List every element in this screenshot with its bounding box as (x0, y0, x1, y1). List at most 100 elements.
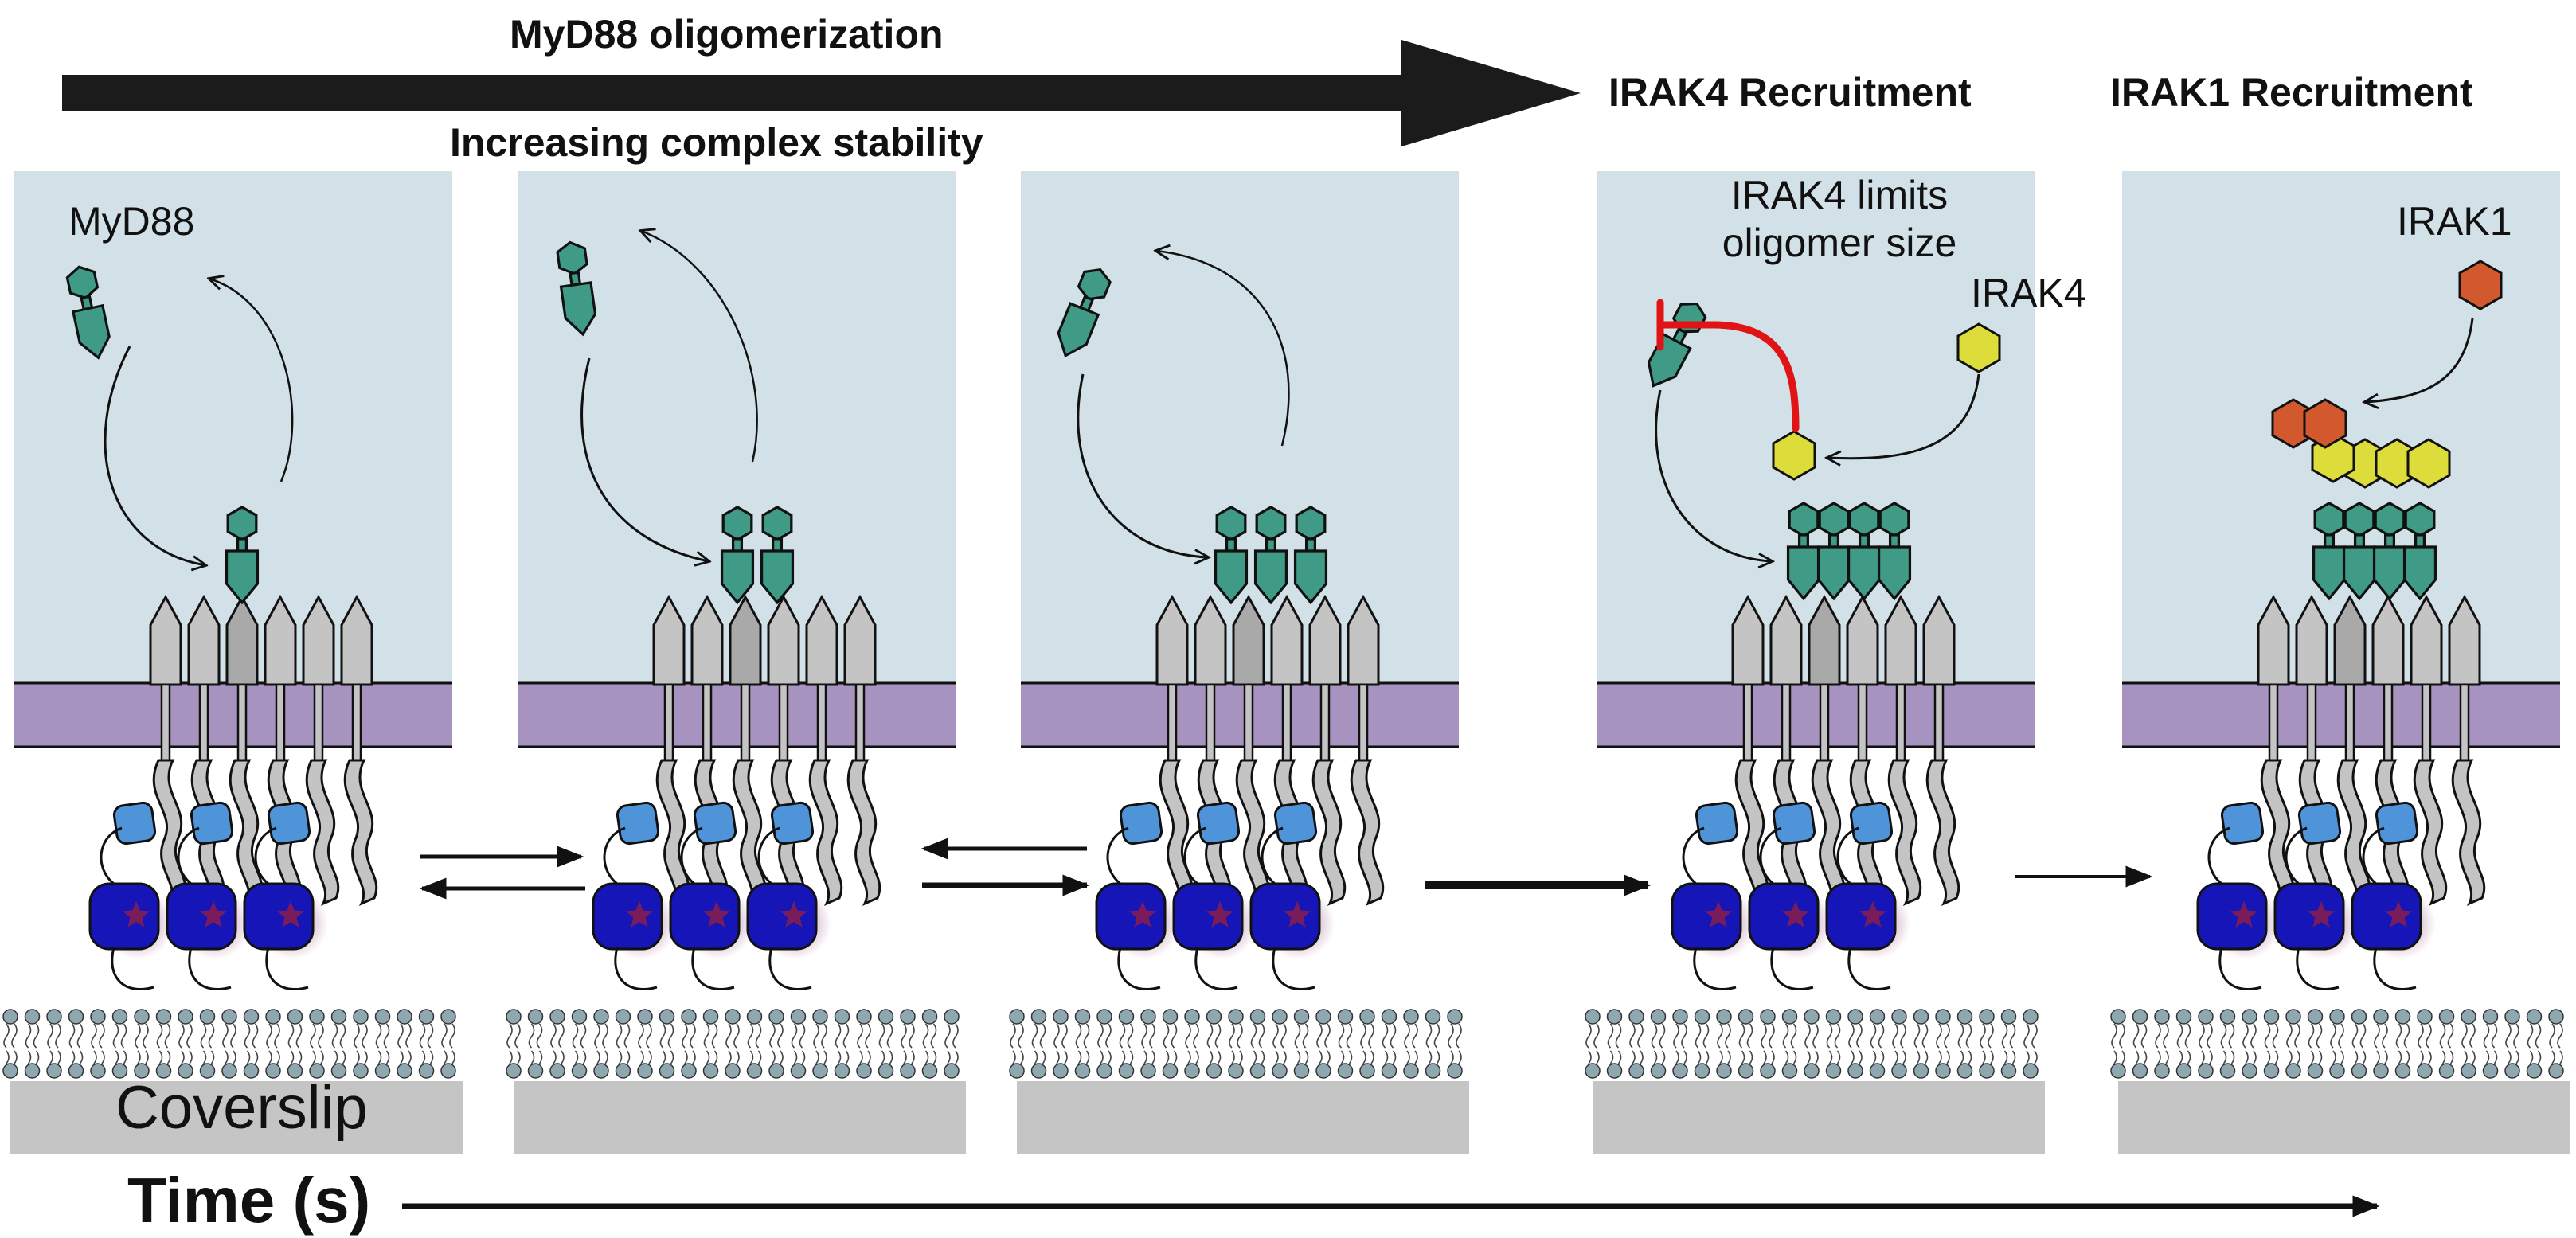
antibody-dark-domain (592, 882, 663, 951)
lipid-head-bottom (725, 1063, 741, 1079)
lipid-head-bottom (2329, 1063, 2345, 1079)
lipid-head-bottom (1956, 1063, 1973, 1079)
receptor-ectodomain (1811, 759, 1846, 906)
lipid-head-top (1891, 1009, 1907, 1025)
lipid-head-top (1140, 1009, 1156, 1025)
lipid-tails (2001, 1023, 2016, 1064)
coverslip (2118, 1081, 2570, 1154)
lipid-head-bottom (440, 1063, 456, 1079)
lipid-head-bottom (1184, 1063, 1200, 1079)
myd88-tir-domain (2402, 545, 2437, 601)
receptor-transmembrane-helix (778, 683, 789, 766)
irak4-in-complex (2406, 438, 2451, 489)
ligand-antibody-complexes (88, 801, 328, 991)
lipid-tails (2286, 1023, 2300, 1064)
lipid-head-bottom (746, 1063, 763, 1079)
lipid-head-bottom (1118, 1063, 1135, 1079)
supported-lipid-bilayer (506, 1009, 960, 1079)
lipid-tails (1119, 1023, 1134, 1064)
receptor-transmembrane-helix (816, 683, 827, 766)
receptor-tir-domain (2448, 594, 2481, 686)
exchange-arrows (1655, 389, 1772, 561)
receptor-transmembrane-helix (2268, 683, 2279, 766)
lipid-head-top (1738, 1009, 1754, 1025)
receptor-transmembrane-helix (313, 683, 324, 766)
antibody-linker (1183, 826, 1206, 885)
myd88-assembly (1214, 506, 1328, 605)
free-irak4-molecule (1956, 322, 2001, 373)
biotin-tether (768, 947, 812, 991)
antibody-light-domain (1849, 801, 1894, 846)
lipid-head-top (2482, 1009, 2499, 1025)
lipid-tails (2155, 1023, 2169, 1064)
lipid-head-bottom (1628, 1063, 1644, 1079)
antibody-light-domain (1772, 801, 1816, 846)
myd88-molecule (225, 506, 260, 605)
lipid-head-top (615, 1009, 631, 1025)
lipid-head-top (155, 1009, 172, 1025)
lipid-tails (1826, 1023, 1841, 1064)
binding-arrow (580, 357, 709, 561)
lipid-tails (1607, 1023, 1622, 1064)
lipid-tails (659, 1023, 674, 1064)
myd88-linker (771, 537, 784, 553)
lipid-head-bottom (2438, 1063, 2455, 1079)
myd88-molecule (2342, 502, 2377, 601)
myd88-linker (1225, 537, 1237, 553)
lipid-head-bottom (2175, 1063, 2192, 1079)
lipid-head-bottom (24, 1063, 41, 1079)
lipid-head-bottom (2351, 1063, 2367, 1079)
lipid-head-bottom (593, 1063, 609, 1079)
myd88-death-domain (2374, 502, 2406, 537)
lipid-tails (375, 1023, 390, 1064)
lipid-tails (813, 1023, 827, 1064)
antibody-dark-domain (2351, 882, 2422, 951)
biotin-tether (1272, 947, 1315, 991)
lipid-head-bottom (2110, 1063, 2126, 1079)
lipid-head-bottom (2000, 1063, 2017, 1079)
lipid-head-top (178, 1009, 193, 1025)
receptor-ectodomain (2451, 759, 2486, 906)
panel-2 (506, 171, 966, 1154)
receptor-ectodomain (2413, 759, 2448, 906)
lipid-head-top (1781, 1009, 1798, 1025)
antibody-light-domain (2220, 801, 2265, 846)
receptor-tir-domain (302, 594, 335, 686)
antibody-light-domain (693, 801, 737, 846)
cytoplasm-region (14, 171, 452, 683)
lipid-tails (1936, 1023, 1950, 1064)
fluorophore-star-icon (276, 901, 305, 928)
lipid-tails (1629, 1023, 1644, 1064)
myd88-tir-domain (1293, 549, 1328, 605)
fluorophore-star-icon (2230, 901, 2258, 928)
receptor-ectodomain (1311, 759, 1347, 906)
antibody-dark-domain (88, 882, 160, 951)
lipid-head-bottom (834, 1063, 850, 1079)
lipid-head-bottom (1315, 1063, 1331, 1079)
plasma-membrane (1597, 683, 2035, 747)
lipid-tails (2330, 1023, 2344, 1064)
binding-arrow (1655, 389, 1772, 561)
myd88-death-domain (2343, 502, 2375, 537)
lipid-head-top (2417, 1009, 2433, 1025)
lipid-head-bottom (1206, 1063, 1222, 1079)
lipid-tails (25, 1023, 40, 1064)
lipid-head-top (330, 1009, 347, 1025)
lipid-head-bottom (1650, 1063, 1667, 1079)
lipid-head-bottom (1053, 1063, 1069, 1079)
antibody-light-domain (112, 801, 157, 846)
lipid-head-bottom (1847, 1063, 1863, 1079)
myd88-linker (2383, 533, 2396, 549)
myd88-molecule (1786, 502, 1821, 601)
plasma-membrane (518, 683, 956, 747)
lipid-head-top (1804, 1009, 1820, 1025)
myd88-death-domain (1255, 506, 1287, 541)
receptor-transmembrane-helix (663, 683, 674, 766)
lipid-head-bottom (944, 1063, 960, 1079)
receptor-ectodomain (1887, 759, 1922, 906)
lipid-head-bottom (1272, 1063, 1288, 1079)
receptor-tir-domain (729, 594, 762, 686)
antibody-dark-domain (243, 882, 315, 951)
lipid-head-top (2548, 1009, 2564, 1025)
lipid-tails (2111, 1023, 2125, 1064)
